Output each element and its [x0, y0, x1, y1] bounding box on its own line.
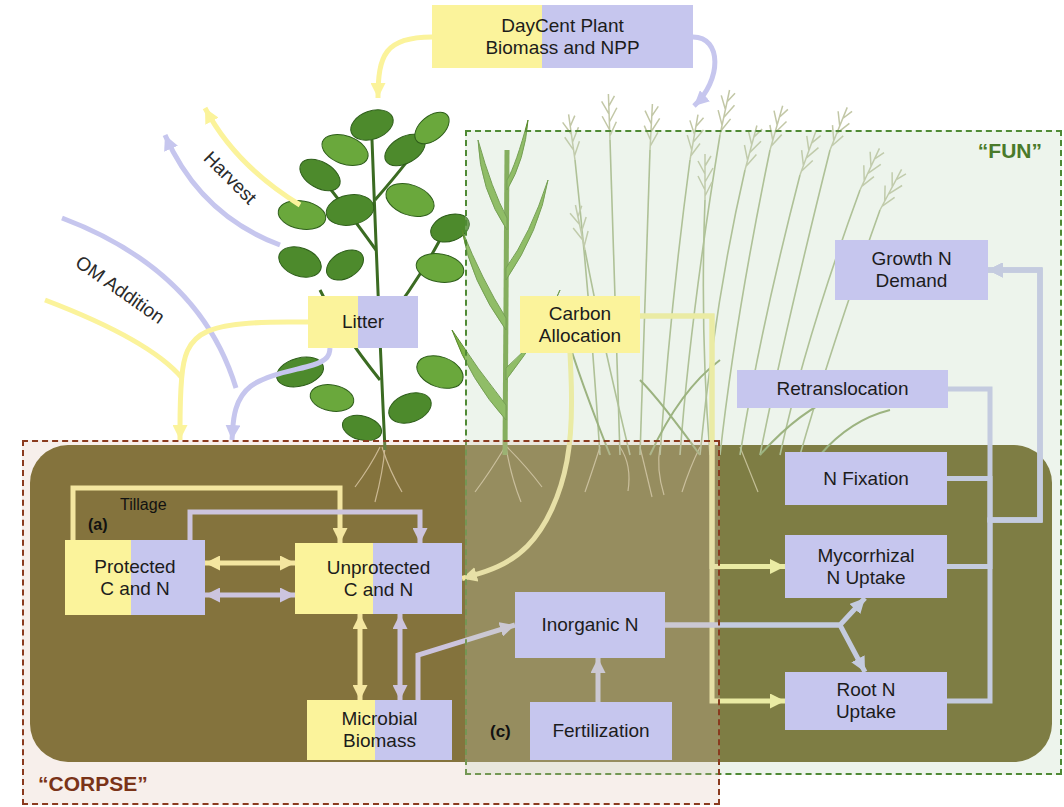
soybean-leaf: [414, 250, 466, 286]
soybean-leaf: [385, 387, 436, 428]
soybean-leaf: [409, 106, 455, 150]
process-box: Carbon Allocation: [520, 296, 640, 353]
box-label: N Fixation: [823, 468, 909, 490]
process-box: Retranslocation: [737, 370, 948, 408]
process-box: Growth N Demand: [835, 240, 988, 300]
pool-box: Protected C and N: [65, 540, 205, 615]
box-label: Carbon Allocation: [528, 303, 632, 347]
flow-arrow: [62, 218, 236, 388]
edge-label: Tillage: [120, 496, 167, 514]
box-label: Inorganic N: [541, 614, 638, 636]
soybean-leaves: [273, 104, 473, 444]
box-label: DayCent Plant Biomass and NPP: [477, 15, 649, 59]
model-output-box: DayCent Plant Biomass and NPP: [432, 5, 693, 68]
soybean-stem: [372, 140, 385, 450]
box-label: Mycorrhizal N Uptake: [814, 545, 919, 589]
region-label: “CORPSE”: [38, 771, 148, 796]
flow-arrow: [180, 322, 308, 440]
flow-arrow: [165, 135, 280, 245]
flow-arrow: [378, 37, 432, 98]
model-region: “CORPSE” Protected C and N Unprotected C a…: [22, 440, 720, 805]
soybean-leaf: [324, 191, 376, 229]
pool-box: Litter: [308, 296, 418, 348]
box-label: Growth N Demand: [854, 248, 969, 292]
pool-box: Inorganic N: [515, 592, 665, 658]
process-box: Root N Uptake: [785, 672, 947, 730]
process-box: N Fixation: [785, 452, 947, 505]
arrow-label: OM Addition: [71, 251, 168, 328]
region-label: “FUN”: [978, 138, 1042, 163]
input-box: Fertilization: [530, 702, 672, 760]
box-label: Microbial Biomass: [325, 708, 435, 752]
soybean-leaf: [412, 350, 467, 395]
soybean-leaf: [381, 177, 438, 222]
soybean-leaf: [321, 244, 369, 287]
pool-box: Microbial Biomass: [307, 700, 452, 760]
soybean-leaf: [275, 241, 326, 282]
flow-arrow: [693, 37, 715, 106]
box-label: Fertilization: [552, 720, 649, 742]
panel-letter: (c): [490, 722, 511, 742]
arrow-label: Harvest: [199, 147, 261, 209]
panel-letter: (a): [88, 516, 108, 534]
box-label: Protected C and N: [89, 556, 181, 600]
box-label: Litter: [342, 311, 384, 333]
soybean-leaf: [276, 197, 328, 233]
box-label: Unprotected C and N: [324, 557, 434, 601]
soybean-leaf: [308, 381, 356, 414]
soybean-leaf: [294, 153, 345, 198]
box-label: Root N Uptake: [814, 679, 919, 723]
process-box: Mycorrhizal N Uptake: [785, 535, 947, 598]
box-label: Retranslocation: [776, 378, 908, 400]
flow-arrow: [232, 348, 330, 440]
pool-box: Unprotected C and N: [295, 543, 462, 614]
